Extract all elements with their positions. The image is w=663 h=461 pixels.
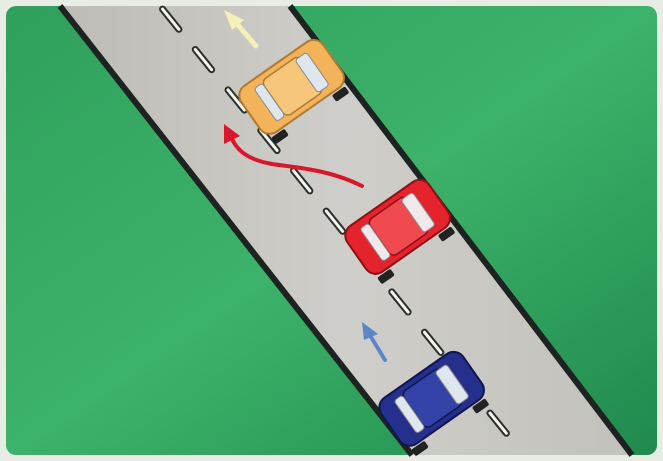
road-illustration	[0, 0, 663, 461]
road-scene-svg	[0, 0, 663, 461]
